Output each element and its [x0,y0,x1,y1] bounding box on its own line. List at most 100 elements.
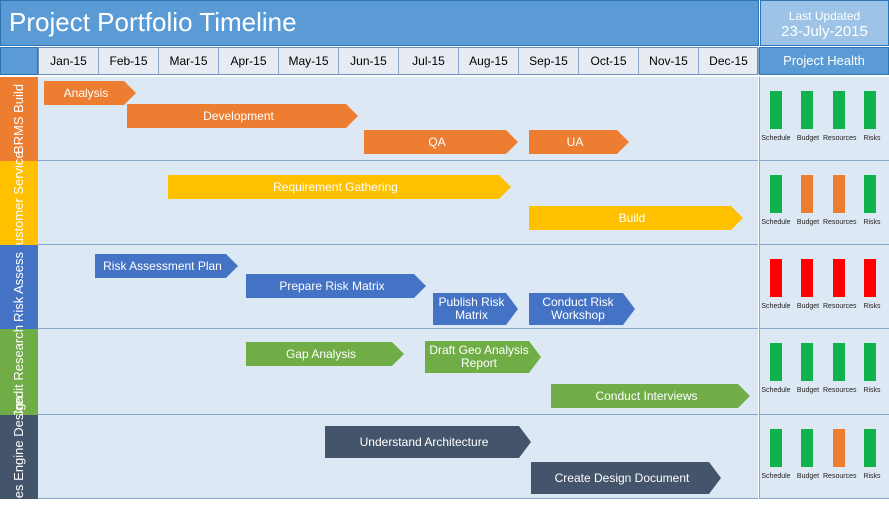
health-indicator-label: Resources [823,473,857,480]
health-indicator-label: Risks [863,135,881,142]
health-indicator [833,343,845,381]
month-header: Jun-15 [339,48,399,74]
month-header: Dec-15 [699,48,759,74]
health-indicator [833,91,845,129]
task-bar[interactable]: Create Design Document [531,462,721,494]
health-indicator [864,91,876,129]
project-row: Credit Research Gap Analysis Draft Geo Ana… [0,325,889,419]
health-indicator-label: Budget [796,303,820,310]
health-indicator [770,91,782,129]
health-indicator-label: Budget [796,473,820,480]
month-header: Jan-15 [39,48,99,74]
project-label: BRMS Build [0,77,38,161]
health-indicator-label: Resources [823,387,857,394]
project-label: Credit Research [0,325,38,419]
health-indicator [864,429,876,467]
project-health-header: Project Health [759,47,889,75]
task-bar[interactable]: Gap Analysis [246,342,404,366]
task-bar[interactable]: Conduct Interviews [551,384,750,408]
health-indicator-label: Budget [796,135,820,142]
health-indicator [833,175,845,213]
health-indicator [770,259,782,297]
health-indicator-label: Risks [863,387,881,394]
task-bar[interactable]: Draft Geo Analysis Report [425,341,541,373]
title-bar: Project Portfolio Timeline [0,0,759,46]
project-label-text: BRMS Build [11,83,26,155]
project-row: Rules Engine Design Understand Architectu… [0,396,889,518]
month-header: Feb-15 [99,48,159,74]
page-title: Project Portfolio Timeline [9,7,297,37]
task-bar[interactable]: Development [127,104,358,128]
health-indicator-label: Risks [863,219,881,226]
last-updated-date: 23-July-2015 [781,23,868,40]
health-indicator [801,259,813,297]
health-indicator [801,343,813,381]
task-bar[interactable]: Analysis [44,81,136,105]
month-header: Mar-15 [159,48,219,74]
project-label: Risk Assess [0,245,38,329]
health-indicator [833,429,845,467]
task-bar[interactable]: UA [529,130,629,154]
health-indicator-label: Schedule [761,303,791,310]
health-indicator [864,259,876,297]
last-updated-box: Last Updated 23-July-2015 [760,0,889,46]
health-indicator [770,429,782,467]
month-header: Jul-15 [399,48,459,74]
health-indicator-label: Budget [796,387,820,394]
health-indicator [770,175,782,213]
health-indicator-label: Schedule [761,473,791,480]
health-indicator [801,429,813,467]
month-header: Sep-15 [519,48,579,74]
health-indicator-label: Risks [863,473,881,480]
health-indicator-label: Schedule [761,135,791,142]
health-indicator-label: Schedule [761,219,791,226]
project-label: Customer Service [0,151,38,255]
task-bar[interactable]: Publish Risk Matrix [433,293,518,325]
month-header: May-15 [279,48,339,74]
month-header: Aug-15 [459,48,519,74]
month-header: Nov-15 [639,48,699,74]
health-indicator [833,259,845,297]
month-corner [0,47,38,75]
task-bar[interactable]: Prepare Risk Matrix [246,274,426,298]
project-label-text: Customer Service [11,151,26,255]
task-bar[interactable]: Conduct Risk Workshop [529,293,635,325]
health-indicator [801,91,813,129]
health-indicator-label: Budget [796,219,820,226]
task-bar[interactable]: Requirement Gathering [168,175,511,199]
task-bar[interactable]: Build [529,206,743,230]
health-indicator-label: Risks [863,303,881,310]
health-indicator [864,343,876,381]
task-bar[interactable]: QA [364,130,518,154]
month-header: Apr-15 [219,48,279,74]
health-indicator-label: Resources [823,219,857,226]
project-label-text: Risk Assess [11,251,26,323]
task-bar[interactable]: Understand Architecture [325,426,531,458]
health-indicator-label: Resources [823,303,857,310]
health-indicator-label: Resources [823,135,857,142]
project-label-text: Rules Engine Design [11,396,26,518]
month-header: Oct-15 [579,48,639,74]
health-indicator [801,175,813,213]
last-updated-label: Last Updated [788,9,861,23]
health-indicator [864,175,876,213]
health-indicator [770,343,782,381]
health-indicator-label: Schedule [761,387,791,394]
project-label: Rules Engine Design [0,396,38,518]
task-bar[interactable]: Risk Assessment Plan [95,254,238,278]
